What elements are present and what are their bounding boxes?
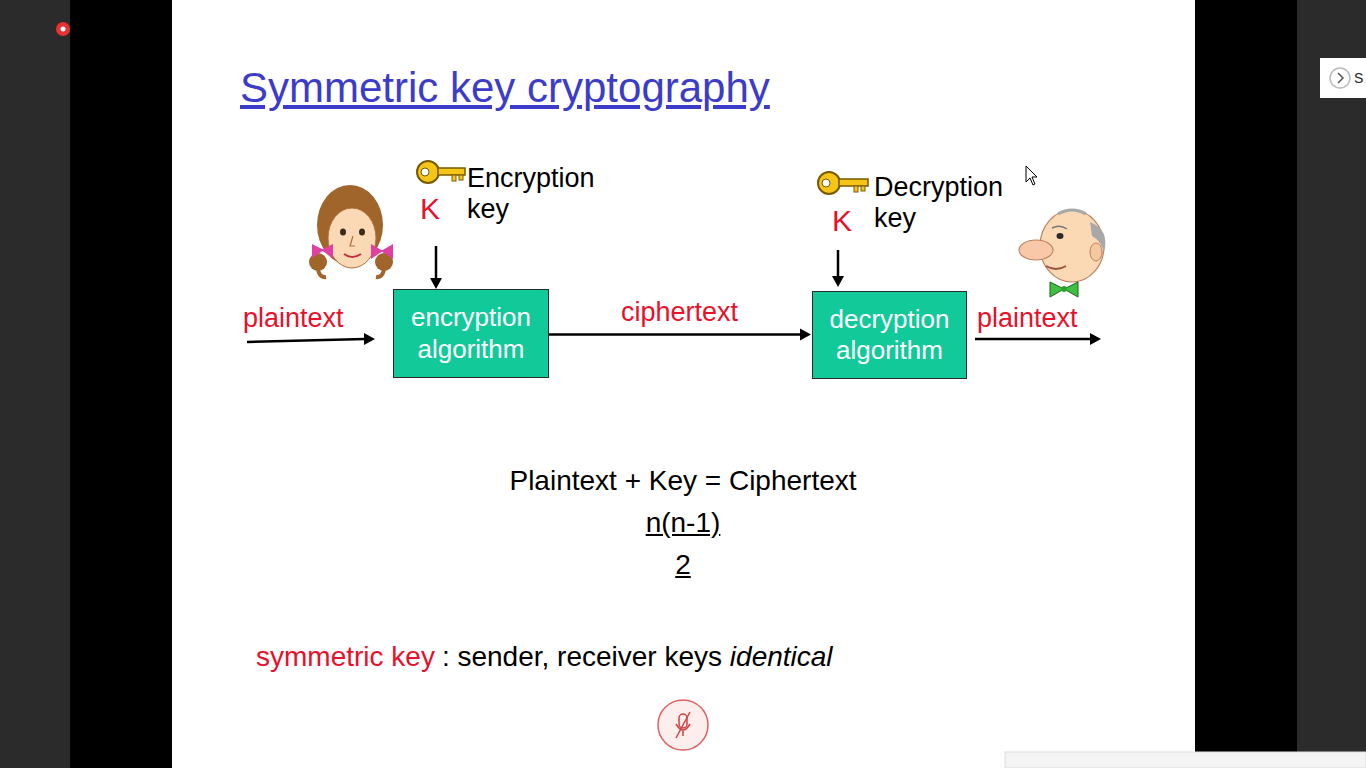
algorithm-box: decryption algorithm — [812, 291, 967, 379]
plaintext-label: plaintext — [243, 303, 344, 334]
formula-numerator: n(n-1) — [583, 507, 783, 539]
key-symbol: K — [832, 204, 852, 239]
box-text: decryption algorithm — [819, 304, 960, 366]
decryption-key-icon — [818, 172, 868, 194]
bob-cartoon — [1019, 210, 1105, 297]
definition-emphasis: identical — [730, 640, 833, 674]
box-text: encryption algorithm — [400, 302, 542, 364]
key-arrows — [430, 246, 844, 289]
definition-line: symmetric key: sender, receiver keysiden… — [256, 640, 833, 674]
right-panel — [1297, 0, 1366, 768]
key-label: Encryption key — [467, 163, 617, 225]
formula-denominator: 2 — [583, 549, 783, 581]
connector-line — [549, 333, 801, 336]
formula-text: Plaintext + Key = Ciphertext — [383, 465, 983, 497]
definition-term: symmetric key — [256, 641, 435, 672]
plaintext-label: plaintext — [977, 303, 1078, 334]
left-letterbox — [70, 0, 172, 768]
edge-label: ciphertext — [618, 298, 741, 328]
key-symbol: K — [420, 192, 440, 227]
slide-title: Symmetric key cryptography — [240, 64, 770, 112]
connector-arrow — [549, 329, 811, 341]
arrow-head — [800, 329, 811, 341]
mouse-cursor — [1026, 166, 1037, 185]
right-letterbox — [1195, 0, 1297, 768]
algorithm-box: encryption algorithm — [393, 289, 549, 378]
alice-cartoon — [309, 185, 393, 277]
panel-tab-text: S — [1354, 70, 1363, 86]
definition-text: : sender, receiver keys — [442, 640, 722, 674]
plaintext-arrows — [247, 333, 1101, 345]
left-panel — [0, 0, 70, 768]
key-label: Decryption key — [874, 172, 1024, 234]
record-indicator — [56, 22, 70, 36]
encryption-key-icon — [417, 161, 465, 183]
mute-button — [658, 700, 708, 750]
side-panel-tab — [1320, 58, 1366, 98]
bottom-bar — [1005, 752, 1366, 768]
